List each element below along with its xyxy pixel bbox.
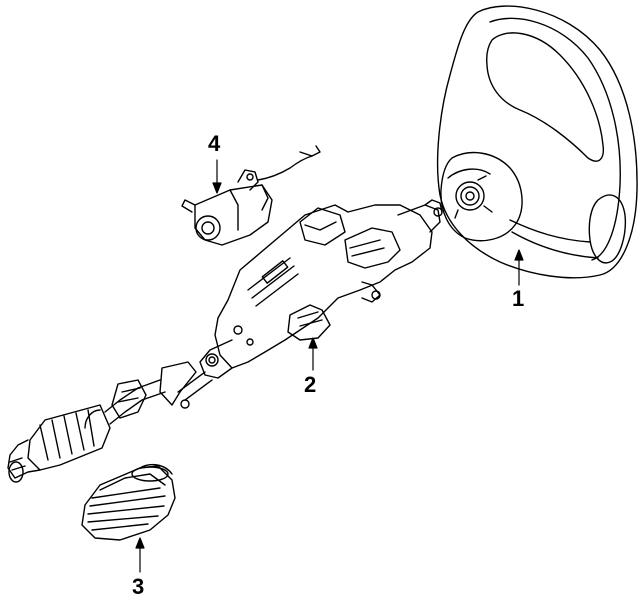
callout-1: 1 (512, 286, 525, 311)
steering-wheel (436, 5, 638, 279)
callout-2: 2 (304, 372, 317, 397)
leader-arrows (135, 159, 524, 573)
lock-cylinder (181, 145, 321, 246)
callout-4: 4 (208, 131, 221, 156)
steering-column (7, 199, 443, 483)
boot (81, 463, 176, 541)
callout-3: 3 (132, 574, 145, 599)
